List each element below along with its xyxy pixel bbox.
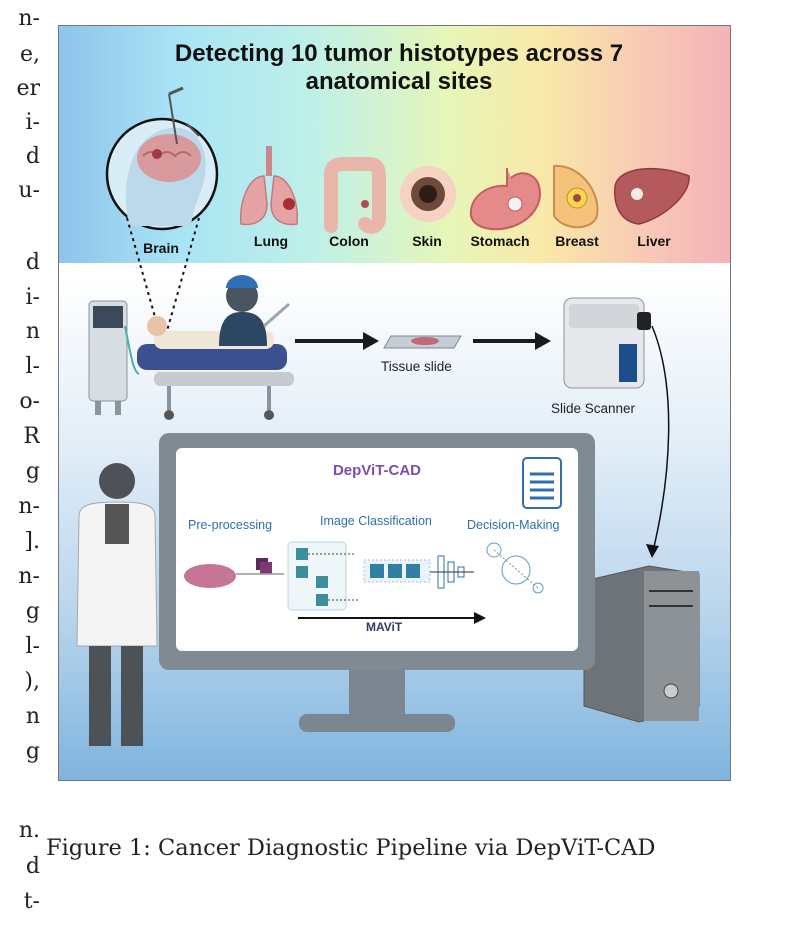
- app-pipeline-graphic: [184, 457, 562, 624]
- organ-label-skin: Skin: [412, 233, 442, 249]
- column-fragment: n-: [18, 494, 40, 519]
- column-fragment: n-: [18, 6, 40, 31]
- column-fragment: l-: [25, 634, 40, 659]
- column-fragment: g: [25, 739, 40, 764]
- slide-scanner-label: Slide Scanner: [551, 401, 636, 416]
- ventilator-icon: [88, 300, 128, 415]
- decision-nodes-icon: [486, 542, 544, 594]
- monitor-stand: [349, 670, 405, 714]
- surgeon-icon: [219, 275, 290, 346]
- organ-label-colon: Colon: [329, 233, 369, 249]
- step-image-classification: Image Classification: [320, 514, 432, 528]
- lung-icon: [240, 146, 298, 226]
- organ-label-breast: Breast: [555, 233, 599, 249]
- mavit-label: MAViT: [366, 620, 403, 634]
- app-screen: DepViT-CAD Pre-processing Image Classifi…: [176, 448, 578, 651]
- previous-column-text: n- e, er i- d u- d i- n l- o- R g n- ]. …: [0, 0, 40, 929]
- column-fragment: u-: [18, 178, 40, 203]
- monitor: DepViT-CAD Pre-processing Image Classifi…: [159, 433, 595, 670]
- monitor-base: [299, 714, 455, 732]
- column-fragment: ),: [24, 669, 40, 694]
- arrow-to-scanner: [473, 332, 551, 350]
- app-title: DepViT-CAD: [332, 462, 422, 479]
- column-fragment: er: [16, 76, 40, 101]
- patient-bed-icon: [124, 316, 294, 420]
- column-fragment: i-: [25, 285, 40, 310]
- tissue-slide-label: Tissue slide: [381, 359, 452, 374]
- column-fragment: d: [25, 854, 40, 879]
- pipeline-figure: Detecting 10 tumor histotypes across 7 a…: [58, 25, 731, 781]
- liver-icon: [613, 167, 690, 225]
- figure-illustrations: [76, 86, 700, 746]
- column-fragment: g: [25, 599, 40, 624]
- figure-title: Detecting 10 tumor histotypes across 7 a…: [174, 40, 624, 95]
- column-fragment: n-: [18, 564, 40, 589]
- tissue-slide-icon: [383, 335, 462, 349]
- step-decision-making: Decision-Making: [467, 518, 560, 532]
- classification-block-icon: [363, 559, 431, 583]
- column-fragment: ].: [24, 529, 40, 554]
- slide-scanner-icon: [563, 297, 651, 389]
- column-fragment: R: [23, 424, 40, 449]
- arrow-to-slide: [295, 332, 379, 350]
- organ-label-lung: Lung: [253, 233, 289, 249]
- column-fragment: n.: [18, 818, 40, 843]
- patch-grid-icon: [287, 541, 347, 611]
- document-icon: [522, 457, 562, 509]
- column-fragment: n: [25, 704, 40, 729]
- column-fragment: i-: [25, 110, 40, 135]
- column-fragment: t-: [23, 889, 40, 914]
- figure-caption: Figure 1: Cancer Diagnostic Pipeline via…: [46, 835, 656, 861]
- organ-label-brain: Brain: [143, 240, 179, 256]
- breast-icon: [553, 164, 599, 229]
- column-fragment: e,: [19, 42, 40, 67]
- tissue-image-icon: [184, 558, 272, 588]
- column-fragment: n: [25, 319, 40, 344]
- column-fragment: d: [25, 144, 40, 169]
- column-fragment: o-: [19, 389, 40, 414]
- organ-label-stomach: Stomach: [470, 233, 530, 249]
- brain-icon: [105, 86, 219, 231]
- step-preprocessing: Pre-processing: [188, 518, 273, 532]
- colon-icon: [324, 157, 386, 234]
- organ-label-liver: Liver: [637, 233, 671, 249]
- doctor-icon: [76, 463, 158, 746]
- stomach-icon: [469, 168, 541, 231]
- column-fragment: g: [25, 459, 40, 484]
- skin-icon: [400, 166, 456, 222]
- scanner-to-pc-arrow: [651, 325, 670, 552]
- column-fragment: d: [25, 250, 40, 275]
- desktop-tower-icon: [583, 565, 700, 723]
- column-fragment: l-: [25, 354, 40, 379]
